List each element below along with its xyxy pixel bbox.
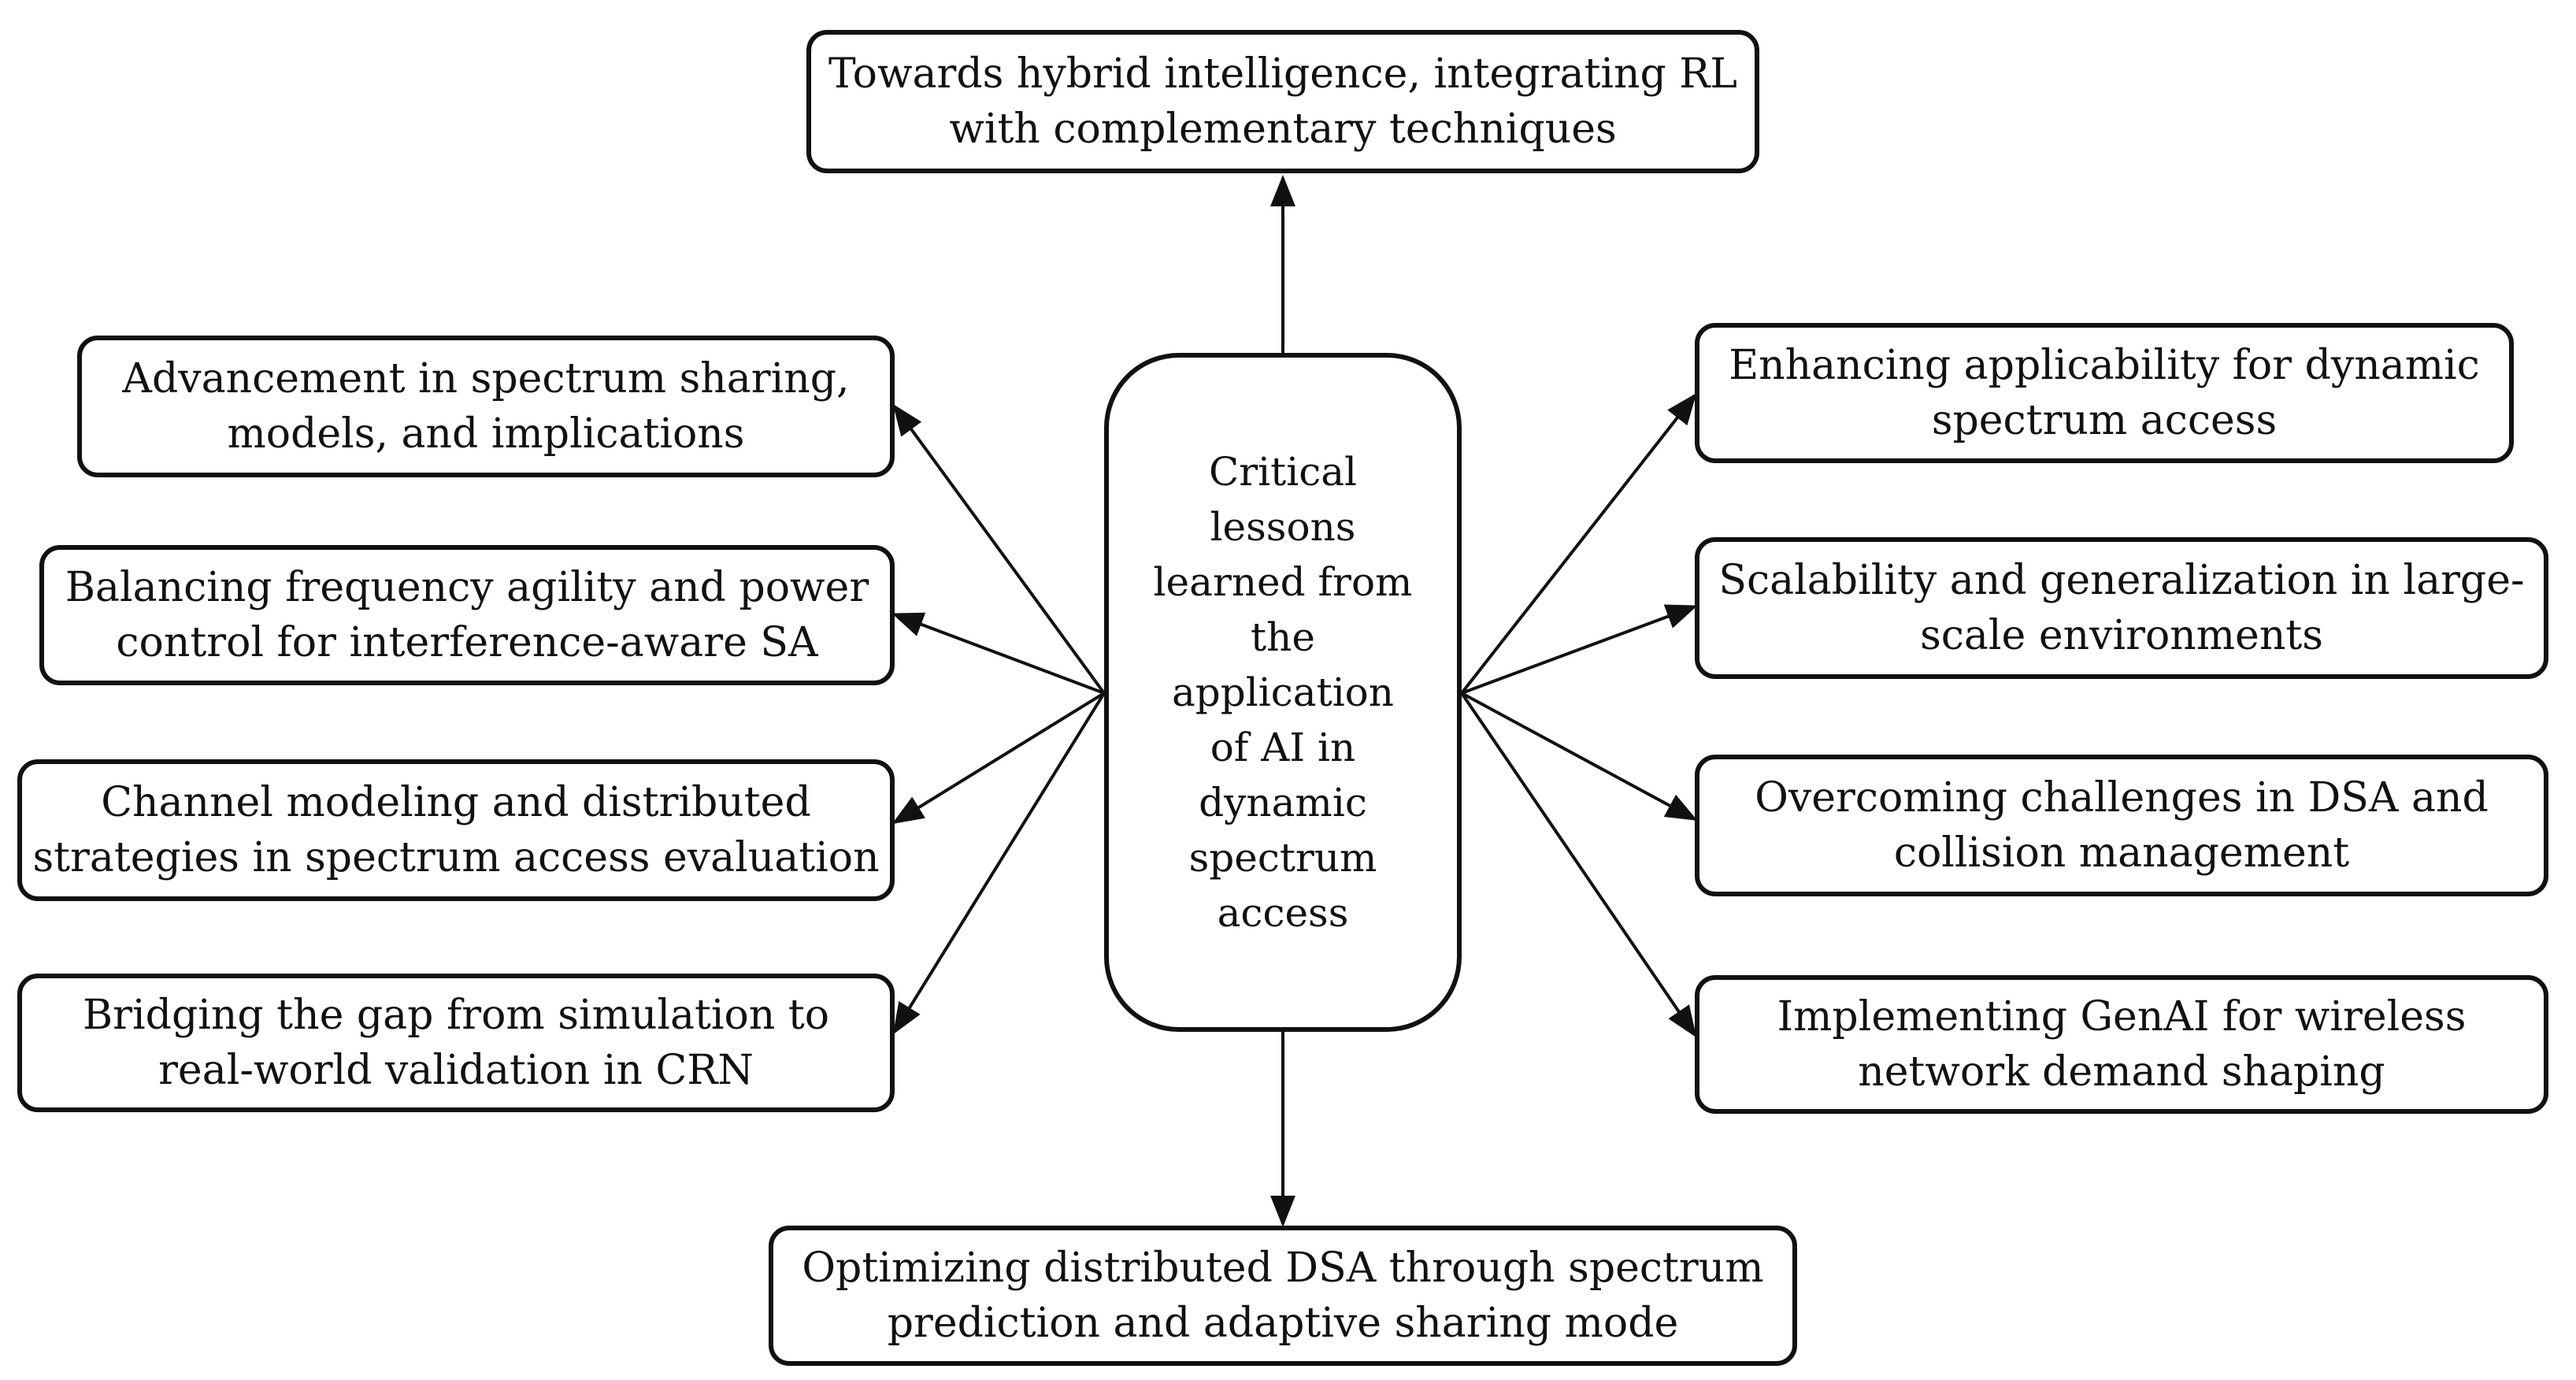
arrow-to-right-node-1 xyxy=(1460,392,1697,695)
right-node-1: Enhancing applicability for dynamic spec… xyxy=(1695,323,2514,463)
right-node-2-line-2: scale environments xyxy=(1920,612,2323,659)
left-node-3-line-2: strategies in spectrum access evaluation xyxy=(32,834,880,881)
top-node-line-2: with complementary techniques xyxy=(949,106,1617,153)
left-node-1-text: Advancement in spectrum sharing, models,… xyxy=(122,351,849,462)
right-node-3-line-2: collision management xyxy=(1893,829,2350,877)
center-node-line-2: lessons xyxy=(1210,504,1356,550)
left-node-3: Channel modeling and distributed strateg… xyxy=(17,759,895,901)
right-node-4: Implementing GenAI for wireless network … xyxy=(1695,975,2548,1114)
left-node-1-line-1: Advancement in spectrum sharing, xyxy=(122,355,850,402)
arrow-to-right-node-3 xyxy=(1461,692,1698,821)
arrow-to-left-node-1 xyxy=(892,403,1106,695)
right-node-2-line-1: Scalability and generalization in large- xyxy=(1718,557,2525,604)
center-node-line-7: dynamic xyxy=(1199,780,1367,825)
left-node-1-line-2: models, and implications xyxy=(227,410,745,458)
center-node-line-8: spectrum xyxy=(1188,835,1377,881)
bottom-node-line-2: prediction and adaptive sharing mode xyxy=(887,1300,1679,1347)
left-node-1: Advancement in spectrum sharing, models,… xyxy=(77,336,895,477)
center-node-line-3: learned from xyxy=(1153,559,1413,605)
right-node-1-text: Enhancing applicability for dynamic spec… xyxy=(1729,338,2480,448)
arrow-to-left-node-2 xyxy=(891,612,1105,695)
bottom-node: Optimizing distributed DSA through spect… xyxy=(769,1226,1797,1366)
top-node-line-1: Towards hybrid intelligence, integrating… xyxy=(828,50,1737,98)
top-node-text: Towards hybrid intelligence, integrating… xyxy=(828,46,1737,157)
left-node-2-line-2: control for interference-aware SA xyxy=(116,619,818,666)
center-node-line-9: access xyxy=(1217,890,1349,936)
bottom-node-line-1: Optimizing distributed DSA through spect… xyxy=(802,1245,1764,1292)
right-node-2: Scalability and generalization in large-… xyxy=(1695,537,2548,679)
center-node-line-5: application xyxy=(1171,670,1394,715)
arrow-to-right-node-4 xyxy=(1460,692,1697,1038)
center-node-line-4: the xyxy=(1251,614,1315,660)
left-node-3-line-1: Channel modeling and distributed xyxy=(101,779,811,826)
right-node-1-line-2: spectrum access xyxy=(1931,397,2278,444)
arrow-to-left-node-3 xyxy=(891,692,1106,825)
left-node-2-line-1: Balancing frequency agility and power xyxy=(65,564,869,611)
right-node-4-text: Implementing GenAI for wireless network … xyxy=(1777,989,2467,1100)
left-node-4: Bridging the gap from simulation to real… xyxy=(17,974,895,1112)
left-node-4-text: Bridging the gap from simulation to real… xyxy=(83,988,829,1098)
bottom-node-text: Optimizing distributed DSA through spect… xyxy=(802,1241,1763,1351)
right-node-3: Overcoming challenges in DSA and collisi… xyxy=(1695,755,2548,896)
center-node-text: Critical lessons learned from the applic… xyxy=(1154,444,1413,940)
center-node-line-6: of AI in xyxy=(1210,725,1356,770)
top-node: Towards hybrid intelligence, integrating… xyxy=(806,30,1759,173)
left-node-2: Balancing frequency agility and power co… xyxy=(39,545,895,685)
right-node-3-text: Overcoming challenges in DSA and collisi… xyxy=(1755,770,2489,881)
right-node-3-line-1: Overcoming challenges in DSA and xyxy=(1755,774,2489,822)
center-node: Critical lessons learned from the applic… xyxy=(1104,353,1462,1032)
arrow-to-right-node-2 xyxy=(1461,604,1698,695)
arrow-to-left-node-4 xyxy=(892,692,1106,1035)
left-node-4-line-2: real-world validation in CRN xyxy=(158,1047,754,1094)
right-node-2-text: Scalability and generalization in large-… xyxy=(1718,553,2524,663)
left-node-3-text: Channel modeling and distributed strateg… xyxy=(32,775,879,885)
left-node-2-text: Balancing frequency agility and power co… xyxy=(65,560,869,670)
right-node-1-line-1: Enhancing applicability for dynamic xyxy=(1729,342,2480,389)
center-node-line-1: Critical xyxy=(1208,449,1358,495)
right-node-4-line-2: network demand shaping xyxy=(1858,1048,2385,1096)
right-node-4-line-1: Implementing GenAI for wireless xyxy=(1777,993,2467,1041)
left-node-4-line-1: Bridging the gap from simulation to xyxy=(82,992,830,1039)
